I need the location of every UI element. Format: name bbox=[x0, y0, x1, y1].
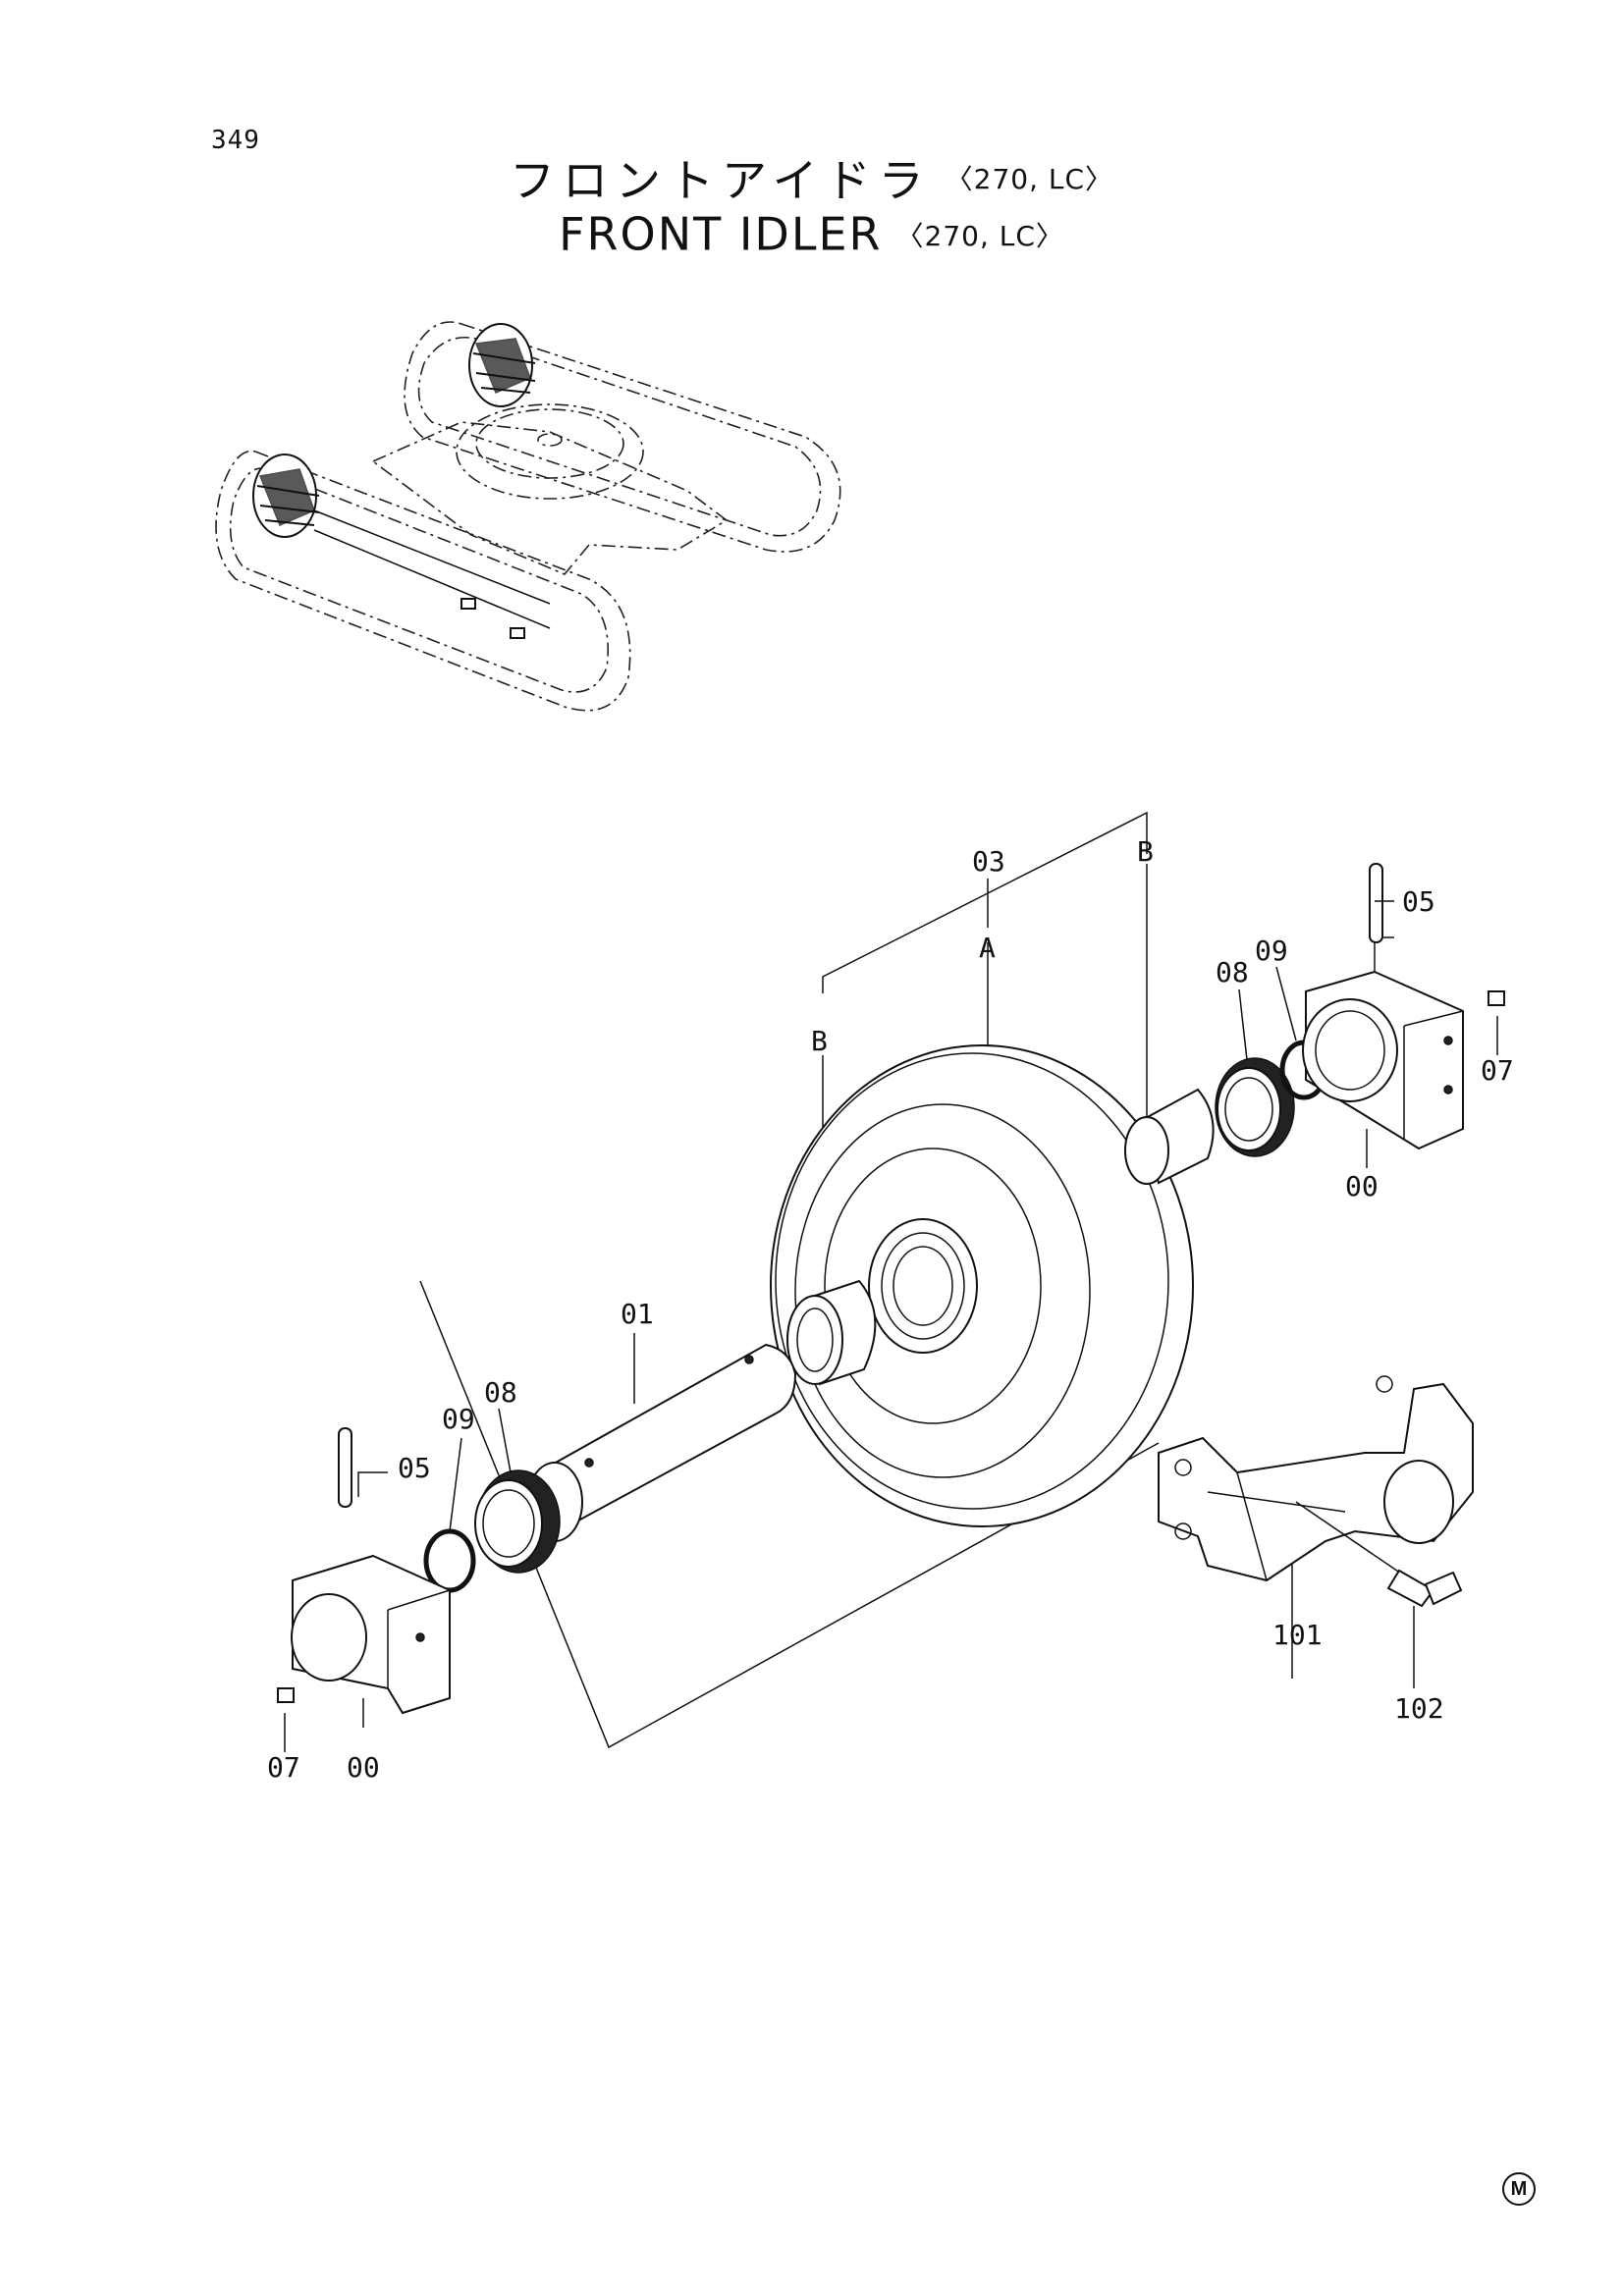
bolt bbox=[1295, 1501, 1463, 1608]
callout-00-left: 00 bbox=[347, 1751, 380, 1784]
callout-leaders bbox=[284, 879, 1498, 1752]
title-english: FRONT IDLER 〈270, LC〉 bbox=[0, 204, 1623, 261]
title-variant-en: 〈270, LC〉 bbox=[895, 219, 1064, 252]
idler-wheel bbox=[770, 1044, 1194, 1527]
callout-08-right: 08 bbox=[1216, 956, 1249, 988]
callout-102: 102 bbox=[1394, 1692, 1444, 1725]
callout-01: 01 bbox=[621, 1298, 654, 1330]
shaft bbox=[526, 1343, 797, 1542]
callout-00-right: 00 bbox=[1345, 1170, 1379, 1202]
callout-09-left: 09 bbox=[442, 1403, 475, 1435]
pin-right bbox=[1369, 863, 1383, 943]
overview-idler-front bbox=[252, 454, 320, 538]
bushing-right bbox=[1124, 1088, 1215, 1185]
title-japanese: フロントアイドラ〈270, LC〉 bbox=[0, 145, 1623, 210]
title-variant-jp: 〈270, LC〉 bbox=[945, 163, 1114, 195]
callout-b-left: B bbox=[811, 1025, 828, 1057]
yoke bbox=[1158, 1375, 1474, 1582]
plug-left bbox=[277, 1687, 295, 1703]
callout-08-left: 08 bbox=[484, 1376, 517, 1409]
page-number: 349 bbox=[211, 126, 260, 155]
undercarriage-overview bbox=[215, 321, 841, 712]
callout-labels: 03 A B B 05 09 08 07 00 01 09 08 05 07 0… bbox=[267, 835, 1514, 1784]
bushing-left bbox=[786, 1279, 877, 1386]
callout-b-right: B bbox=[1137, 835, 1154, 868]
overview-idler-rear bbox=[468, 323, 536, 407]
bracket-left bbox=[291, 1554, 451, 1715]
seal-right bbox=[1215, 1057, 1295, 1157]
pin-left bbox=[338, 1427, 352, 1508]
bracket-right bbox=[1302, 970, 1464, 1150]
seal-left bbox=[474, 1469, 561, 1574]
callout-a: A bbox=[979, 932, 996, 964]
callout-05-left: 05 bbox=[398, 1452, 431, 1484]
title-japanese-text: フロントアイドラ bbox=[509, 154, 932, 207]
callout-07-left: 07 bbox=[267, 1751, 300, 1784]
callout-03: 03 bbox=[972, 845, 1005, 878]
plug-right bbox=[1488, 990, 1505, 1006]
oring-left bbox=[423, 1528, 476, 1593]
callout-09-right: 09 bbox=[1255, 934, 1288, 967]
callout-05-right: 05 bbox=[1402, 885, 1435, 918]
title-english-text: FRONT IDLER bbox=[559, 207, 883, 261]
callout-101: 101 bbox=[1272, 1619, 1323, 1651]
footer-mark: M bbox=[1502, 2172, 1536, 2206]
callout-07-right: 07 bbox=[1481, 1054, 1514, 1087]
